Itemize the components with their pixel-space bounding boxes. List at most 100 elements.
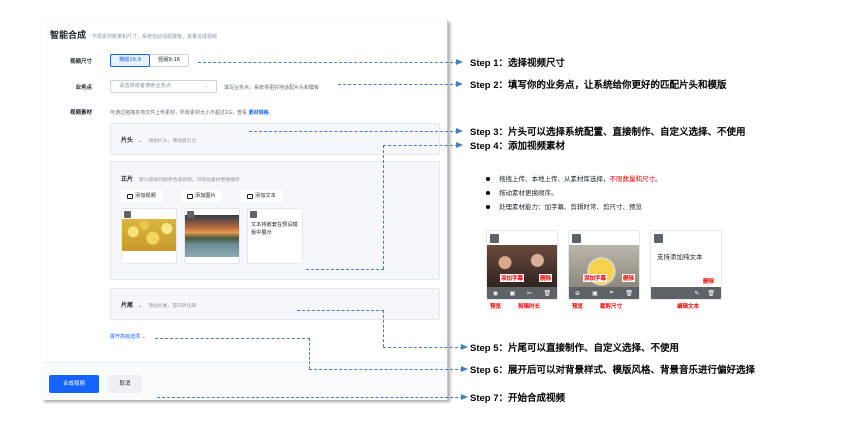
connector-step5-h [383, 347, 463, 348]
chevron-down-icon: ⌄ [138, 138, 143, 144]
text-badge-icon [654, 234, 663, 243]
example-image-thumbnail [569, 245, 639, 289]
connector-step5-v [383, 310, 384, 347]
connector-step6-in [155, 338, 310, 339]
bullet-item: 拖动素材更换顺序。 [486, 186, 662, 200]
scissors-icon: ✂ [526, 289, 532, 297]
video-size-label: 视频尺寸 [69, 59, 92, 65]
connector-step6-v [309, 338, 310, 369]
footer-bar: 合成视频 取消 [42, 362, 447, 400]
subtitle-icon: ▣ [592, 289, 598, 297]
outro-header[interactable]: 片尾⌄添加片尾，提升转化率 [121, 302, 197, 309]
step-6-label: Step 6：展开后可以对背景样式、模版风格、背景音乐进行偏好选择 [470, 365, 756, 376]
connector-step5-in [297, 310, 384, 311]
crop-icon: ⌗ [609, 289, 614, 296]
bullet-icon [486, 177, 490, 181]
connector-step7 [157, 397, 463, 398]
business-point-label: 业务点 [75, 85, 92, 91]
bullet-icon [486, 191, 490, 195]
size-option-landscape[interactable]: 横版16:9 [110, 54, 151, 67]
connector-step4-v [383, 145, 384, 269]
main-header: 正片默认按排列顺序合成视频，可拖动素材更换顺序 [121, 176, 240, 183]
step-1-label: Step 1：选择视频尺寸 [470, 58, 566, 69]
outro-block[interactable]: 片尾⌄添加片尾，提升转化率 [110, 288, 440, 320]
video-size-toggle: 横版16:9 竖版9:16 [110, 54, 190, 67]
business-point-placeholder: 请选择或者搜索业务点 [119, 83, 171, 89]
image-thumbnail [185, 215, 239, 257]
edit-icon: ✎ [694, 289, 700, 297]
size-option-portrait[interactable]: 竖版9:16 [158, 57, 181, 63]
add-image-button[interactable]: 添加图片 [181, 190, 222, 202]
chevron-down-icon: ⌄ [138, 303, 143, 309]
text-card-toolbar: ✎ 🗑 [651, 287, 721, 299]
connector-step4-h [383, 145, 458, 146]
trash-icon: 🗑 [625, 289, 633, 297]
intro-header[interactable]: 片头⌄添加片头，增强吸引力 [121, 137, 197, 144]
business-point-hint: 填写业务点，系统将更好地适配片头和模板 [224, 85, 320, 91]
example-image-card: ⊕ ▣ ⌗ 🗑 [568, 230, 640, 300]
video-badge-icon [124, 211, 131, 218]
video-card-toolbar: ◉ ▣ ✂ 🗑 [487, 287, 557, 299]
anno-add-subtitle-2: 添加字幕 [583, 274, 608, 282]
example-video-card: ◉ ▣ ✂ 🗑 [486, 230, 558, 300]
step-4-label: Step 4：添加视频素材 [470, 141, 566, 152]
material-spec-link[interactable]: 素材规格 [248, 110, 269, 116]
text-icon [247, 193, 253, 199]
bullet-item: 处理素材能力：加字幕、剪辑时常、剪尺寸、预览 [486, 200, 662, 214]
anno-preview-1: 预览 [490, 304, 502, 310]
connector-step2 [338, 84, 458, 85]
text-badge-icon [250, 211, 257, 218]
example-text-content: 支持添加纯文本 [657, 253, 703, 261]
business-point-select[interactable]: 请选择或者搜索业务点 ⌄ [110, 80, 217, 93]
bullet-icon [486, 205, 490, 209]
step-2-label: Step 2：填写你的业务点，让系统给你更好的匹配片头和模版 [470, 80, 727, 91]
preview-icon: ◉ [492, 289, 499, 297]
step4-bullet-list: 拖拽上传、本地上传、从素材库选择，不限数量和尺寸。 拖动素材更换顺序。 处理素材… [486, 172, 662, 214]
anno-crop: 截剪尺寸 [600, 304, 623, 310]
anno-edit-text: 编辑文本 [677, 304, 700, 310]
anno-trim: 剪辑时长 [518, 304, 541, 310]
connector-step1 [198, 62, 458, 63]
cancel-button[interactable]: 取消 [108, 375, 142, 393]
title-row: 智能合成 不限素材数量和尺寸，系统自动适配模板，批量合成视频 [50, 28, 217, 41]
step-7-label: Step 7：开始合成视频 [470, 393, 566, 404]
page-subtitle: 不限素材数量和尺寸，系统自动适配模板，批量合成视频 [92, 34, 218, 40]
anno-delete-2: 删除 [622, 274, 636, 282]
trash-icon: 🗑 [707, 289, 715, 297]
material-card-image[interactable] [184, 208, 240, 264]
image-card-toolbar: ⊕ ▣ ⌗ 🗑 [569, 287, 639, 299]
compose-video-button[interactable]: 合成视频 [49, 375, 99, 393]
zoom-icon: ⊕ [575, 289, 581, 297]
arrow-step1-icon [456, 59, 463, 65]
anno-delete-1: 删除 [539, 274, 553, 282]
step-3-label: Step 3：片头可以选择系统配置、直接制作、自定义选择、不使用 [470, 127, 746, 138]
connector-step3 [249, 131, 458, 132]
intro-block[interactable]: 片头⌄添加片头，增强吸引力 [110, 123, 440, 155]
bullet-item: 拖拽上传、本地上传、从素材库选择，不限数量和尺寸。 [486, 172, 662, 186]
expand-advanced-link[interactable]: 展开高级选项 ⌄ [110, 334, 146, 340]
trash-icon: 🗑 [543, 289, 552, 297]
arrow-step5-icon [461, 344, 468, 350]
text-card-content: 文本将嵌套在预设模板中展示 [251, 222, 298, 236]
connector-step6-h [309, 369, 463, 370]
video-badge-icon [490, 234, 499, 243]
material-card-text[interactable]: 文本将嵌套在预设模板中展示 [247, 208, 303, 264]
add-video-button[interactable]: 添加视频 [121, 190, 162, 202]
anno-add-subtitle-1: 添加字幕 [500, 274, 525, 282]
chevron-down-icon: ⌄ [203, 83, 208, 89]
video-icon [127, 193, 133, 199]
image-badge-icon [187, 211, 194, 218]
anno-preview-2: 预览 [572, 304, 584, 310]
video-thumbnail [122, 219, 176, 251]
example-video-thumbnail [487, 245, 557, 289]
arrow-step3-icon [456, 128, 463, 134]
smart-compose-panel: 智能合成 不限素材数量和尺寸，系统自动适配模板，批量合成视频 视频尺寸 横版16… [42, 20, 448, 400]
arrow-step6-icon [461, 366, 468, 372]
material-card-video[interactable] [121, 208, 177, 264]
image-badge-icon [572, 234, 581, 243]
subtitle-icon: ▣ [509, 289, 516, 297]
connector-step4-in [306, 269, 384, 270]
image-icon [187, 193, 193, 199]
video-material-label: 视频素材 [69, 110, 92, 116]
add-text-button[interactable]: 添加文本 [241, 190, 282, 202]
